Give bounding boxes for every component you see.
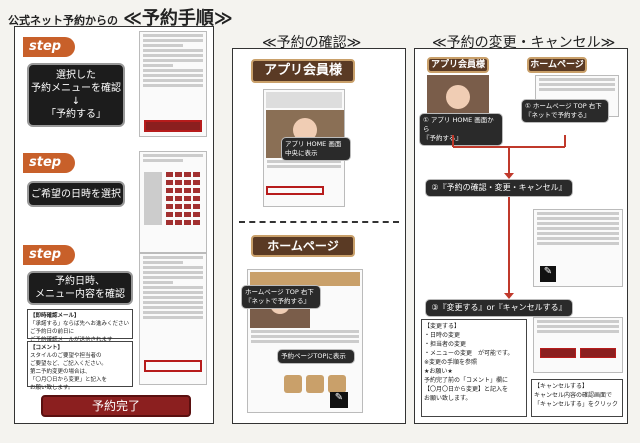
homepage-screenshot: ✎: [247, 269, 363, 413]
section-divider: [239, 221, 399, 223]
reserve-button-highlight: [144, 120, 202, 132]
app-reserve-highlight: [266, 186, 324, 195]
pen-icon: ✎: [540, 266, 556, 282]
header-prefix: 公式ネット予約からの: [8, 14, 118, 27]
step-4-tag: step 4: [23, 37, 75, 77]
pen-icon: ✎: [330, 392, 348, 408]
step-5-tag: step 5: [23, 153, 75, 193]
homepage-banner: ホームページ: [251, 235, 355, 257]
step-6-screenshot: [139, 253, 207, 385]
finish-button[interactable]: 予約完了: [41, 395, 191, 417]
step-6-box: 予約日時、 メニュー内容を確認: [27, 271, 133, 305]
right-homepage-banner: ホームページ: [527, 57, 587, 73]
mail-note: 【即時確認メール】 「承諾する」ならば先へお進みください ご予約日の前日に ご予…: [27, 309, 133, 343]
confirm-button-highlight: [144, 360, 202, 372]
right-heading: ≪予約の変更・キャンセル≫: [432, 35, 616, 51]
left-panel: step 4 選択した 予約メニューを確認 ↓ 「予約する」 step 5 ご希…: [14, 26, 214, 424]
page-title: ≪予約手順≫: [123, 8, 233, 29]
reserve-top-callout: 予約ページTOPに表示: [277, 349, 355, 364]
middle-panel: アプリ会員様 アプリ HOME 画面 中央に表示 ホームページ ✎ ホームページ…: [232, 48, 406, 424]
step-4-box: 選択した 予約メニューを確認 ↓ 「予約する」: [27, 63, 125, 127]
right-panel: アプリ会員様 ① アプリ HOME 画面から 『予約する』 ホームページ ① ホ…: [414, 48, 628, 424]
change-cancel-screenshot: [533, 317, 623, 373]
step-4-screenshot: [139, 31, 207, 137]
change-button[interactable]: [540, 348, 576, 358]
flow-arrows: [452, 135, 566, 299]
step-6-tag: step 6: [23, 245, 75, 285]
app-callout: アプリ HOME 画面 中央に表示: [281, 137, 351, 161]
step-3-box: ③『変更する』or『キャンセルする』: [425, 299, 573, 317]
step-2-box: ②『予約の確認・変更・キャンセル』: [425, 179, 573, 197]
page-header: 公式ネット予約からの ≪予約手順≫: [8, 4, 233, 30]
middle-heading: ≪予約の確認≫: [262, 35, 362, 51]
change-note: 【変更する】 ・日時の変更 ・担当者の変更 ・メニューの変更 が可能です。 ※変…: [421, 319, 527, 417]
right-homepage-callout: ① ホームページ TOP 右下 『ネットで予約する』: [521, 99, 609, 123]
menu-icons: [284, 375, 346, 393]
step-5-screenshot: [139, 151, 207, 253]
cancel-button[interactable]: [580, 348, 616, 358]
step-5-box: ご希望の日時を選択: [27, 181, 125, 207]
right-app-callout: ① アプリ HOME 画面から 『予約する』: [419, 113, 503, 146]
right-app-banner: アプリ会員様: [427, 57, 489, 73]
cancel-note: 【キャンセルする】 キャンセル内容の確認画面で 「キャンセルする」をクリック: [531, 379, 623, 417]
comment-note: 【コメント】 スタイルのご要望や担当者の ご要望など、ご記入ください。 第二予約…: [27, 341, 133, 391]
app-member-banner: アプリ会員様: [251, 59, 355, 83]
homepage-callout: ホームページ TOP 右下 『ネットで予約する』: [241, 285, 321, 309]
calendar-grid: [144, 172, 200, 225]
reservation-list-screenshot: ✎: [533, 209, 623, 287]
